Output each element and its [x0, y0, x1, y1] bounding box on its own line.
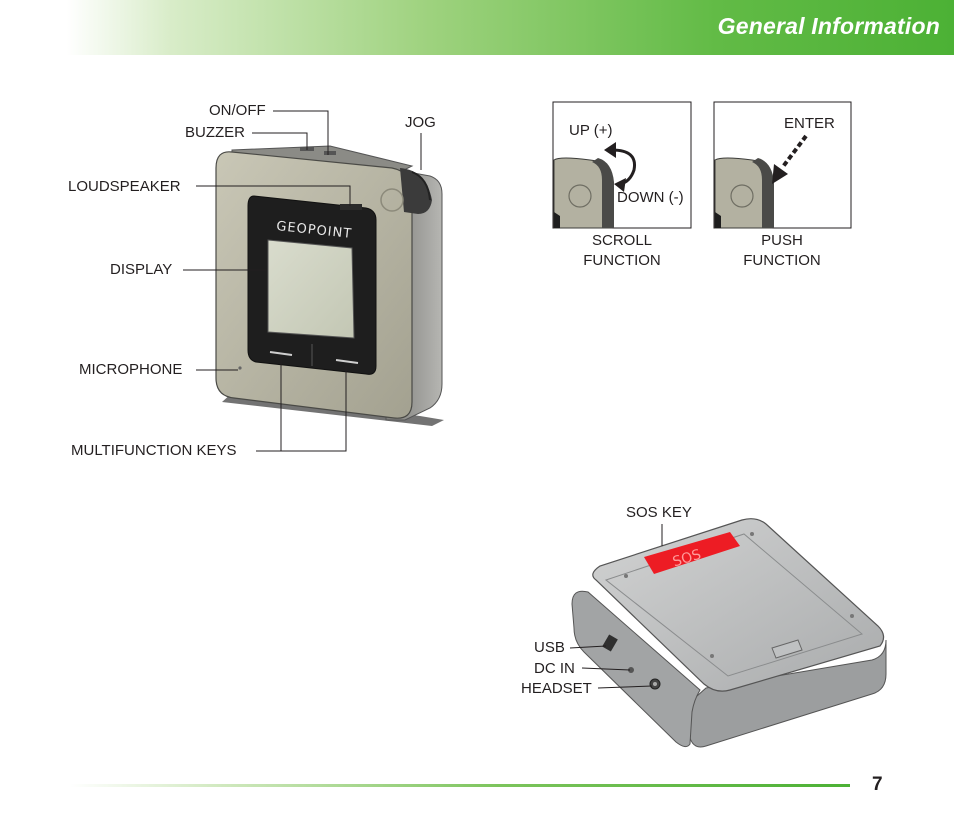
- page-title: General Information: [717, 13, 940, 39]
- push-caption-line2: FUNCTION: [743, 252, 821, 269]
- label-down: DOWN (-): [617, 189, 684, 206]
- page-number: 7: [872, 774, 883, 795]
- sos-key: [644, 532, 740, 574]
- label-on-off: ON/OFF: [209, 102, 266, 119]
- push-function-box: [713, 101, 852, 229]
- scroll-caption-line1: SCROLL: [591, 232, 653, 249]
- device-back-illustration: SOS: [571, 518, 887, 748]
- push-caption-line1: PUSH: [761, 232, 803, 249]
- label-jog: JOG: [405, 114, 436, 131]
- header-band: [0, 0, 954, 55]
- label-sos-key: SOS KEY: [626, 504, 692, 521]
- label-multifunction-keys: MULTIFUNCTION KEYS: [71, 442, 237, 459]
- footer-rule: [70, 784, 850, 787]
- label-dc-in: DC IN: [534, 660, 575, 677]
- label-buzzer: BUZZER: [185, 124, 245, 141]
- label-display: DISPLAY: [110, 261, 173, 278]
- scroll-function-box: [552, 101, 692, 229]
- front-leader-lines: [183, 110, 422, 452]
- label-loudspeaker: LOUDSPEAKER: [68, 178, 181, 195]
- device-front-illustration: GEOPOINT: [215, 145, 444, 426]
- scroll-caption-line2: FUNCTION: [583, 252, 661, 269]
- label-enter: ENTER: [784, 115, 835, 132]
- label-microphone: MICROPHONE: [79, 361, 183, 378]
- label-up: UP (+): [569, 122, 613, 139]
- label-usb: USB: [534, 639, 565, 656]
- label-headset: HEADSET: [521, 680, 592, 697]
- back-leader-lines: [569, 524, 663, 689]
